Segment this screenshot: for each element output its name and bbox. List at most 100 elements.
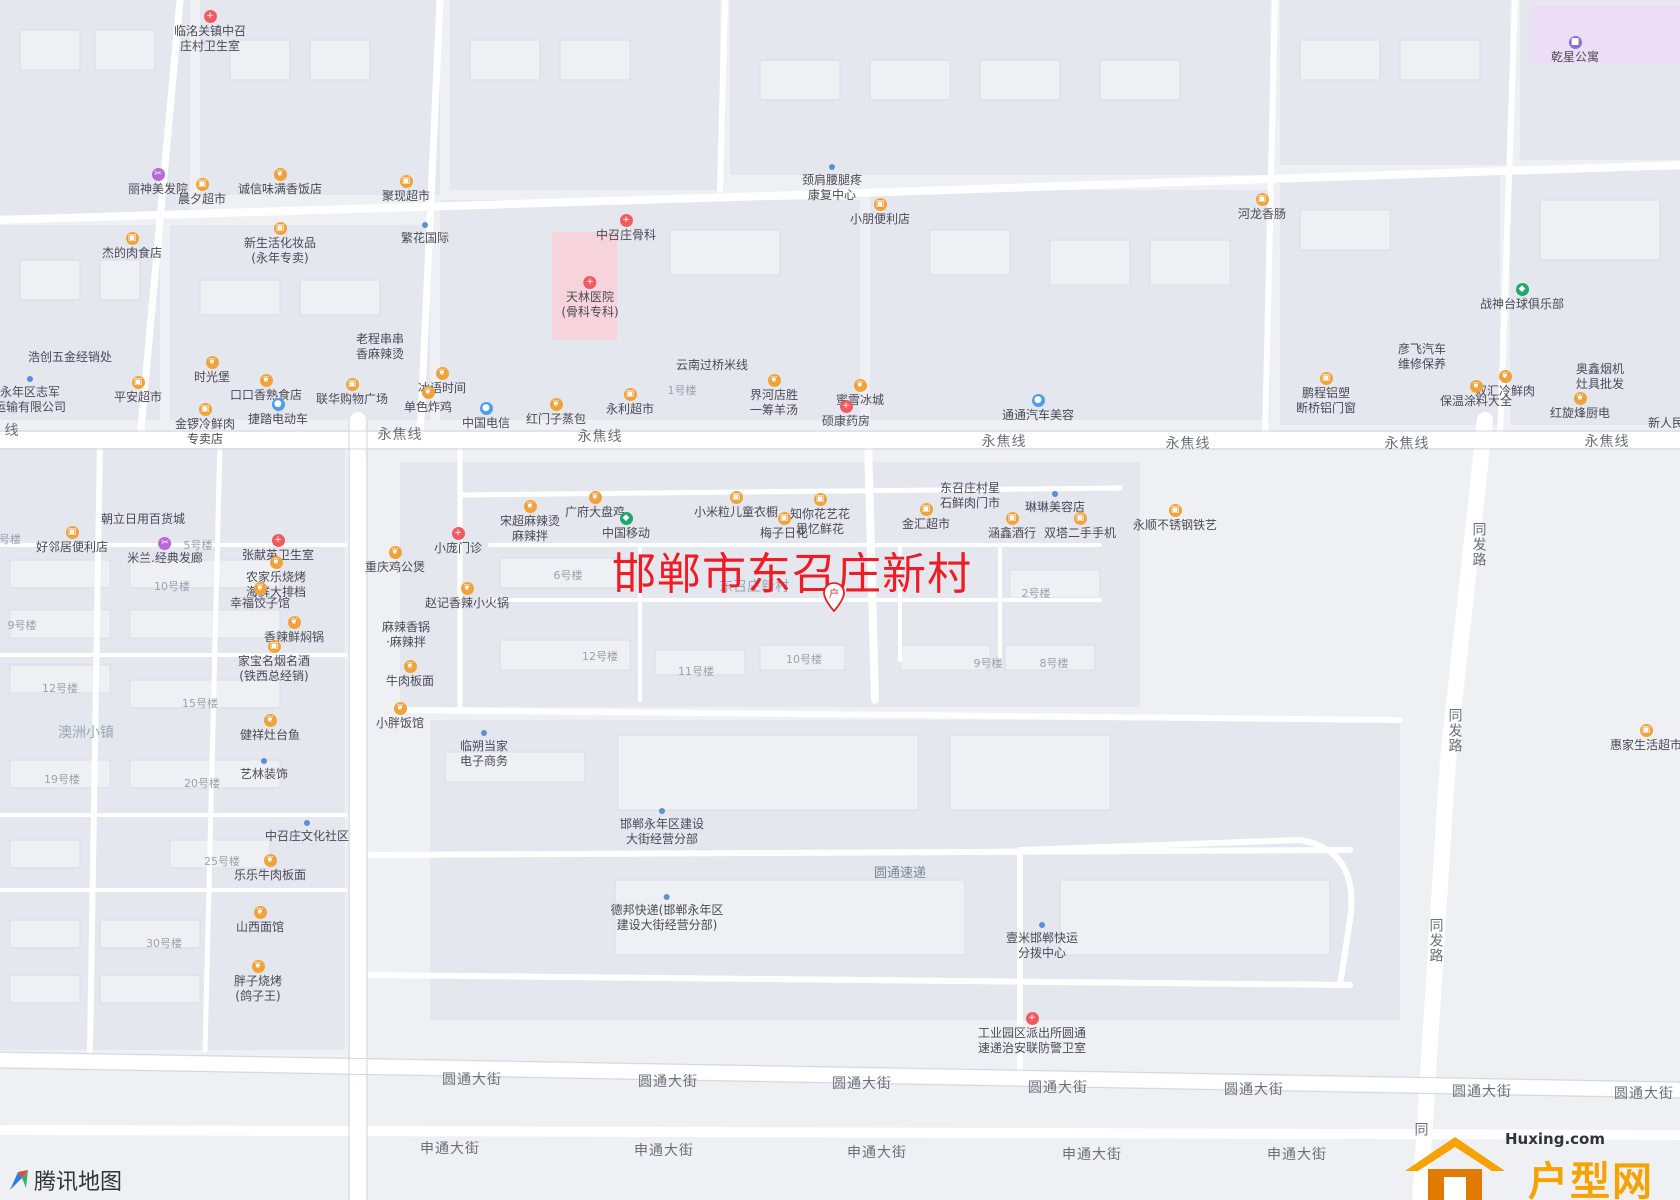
poi-marker[interactable]: ▣聚现超市 bbox=[382, 175, 430, 204]
poi-marker[interactable]: ❦香辣鲜焖锅 bbox=[264, 616, 324, 645]
poi-marker[interactable]: 云南过桥米线 bbox=[676, 358, 748, 373]
poi-marker[interactable]: ▣家宝名烟名酒(铁西总经销) bbox=[238, 640, 310, 684]
poi-marker-text: 单色炸鸡 bbox=[403, 400, 453, 414]
poi-marker-text: 天林医院 bbox=[565, 290, 614, 304]
food-poi-icon: ❦ bbox=[205, 356, 219, 369]
poi-marker[interactable]: 朝立日用百货城 bbox=[101, 512, 185, 527]
poi-marker[interactable]: ▣惠家生活超市 bbox=[1610, 724, 1680, 753]
poi-marker[interactable]: ▣涵鑫酒行 bbox=[988, 512, 1036, 541]
poi-marker[interactable]: ▣平安超市 bbox=[114, 376, 162, 405]
poi-marker[interactable]: ❦界河店胜一筹羊汤 bbox=[750, 374, 798, 418]
poi-marker[interactable]: 新人民 bbox=[1648, 416, 1680, 431]
poi-marker[interactable]: +天林医院(骨科专科) bbox=[561, 276, 619, 320]
poi-marker-text: 界河店胜 bbox=[749, 388, 799, 402]
poi-marker-text: 浩创五金经销处 bbox=[27, 350, 113, 364]
poi-marker[interactable]: ❦单色炸鸡 bbox=[404, 386, 452, 415]
poi-marker[interactable]: 艺林装饰 bbox=[240, 758, 288, 782]
poi-marker[interactable]: ✂米兰.经典发廊 bbox=[127, 537, 203, 566]
poi-marker[interactable]: 麻辣香锅·麻辣拌 bbox=[382, 620, 430, 650]
poi-marker[interactable]: ❦健祥灶台鱼 bbox=[240, 714, 300, 743]
poi-marker[interactable]: 中召庄文化社区 bbox=[265, 820, 349, 844]
poi-marker[interactable]: ❦时光堡 bbox=[194, 356, 230, 385]
road-label: 申通大街 bbox=[847, 1146, 907, 1161]
poi-marker-text: 晨夕超市 bbox=[177, 192, 227, 206]
building-label-text: 6号楼 bbox=[553, 569, 583, 582]
poi-marker[interactable]: ▣杰的肉食店 bbox=[102, 232, 162, 261]
poi-marker[interactable]: ❦保温涂料大全 bbox=[1440, 380, 1512, 409]
poi-marker[interactable]: ❦乐乐牛肉板面 bbox=[234, 854, 306, 883]
poi-marker[interactable]: ❦重庆鸡公煲 bbox=[365, 546, 425, 575]
poi-marker[interactable]: 老程串串香麻辣烫 bbox=[356, 332, 404, 362]
poi-marker[interactable]: ▣永利超市 bbox=[606, 388, 654, 417]
poi-marker[interactable]: ❦幸福饺子馆 bbox=[230, 582, 290, 611]
poi-marker[interactable]: ▣好邻居便利店 bbox=[36, 526, 108, 555]
poi-marker[interactable]: ❦宋超麻辣烫麻辣拌 bbox=[500, 500, 560, 544]
poi-marker[interactable]: 繁花国际 bbox=[401, 222, 449, 246]
poi-marker[interactable]: ▣梅子日化 bbox=[760, 512, 808, 541]
building-label-text: 号楼 bbox=[0, 533, 21, 546]
poi-marker[interactable]: ●捷踏电动车 bbox=[248, 398, 308, 427]
poi-marker[interactable]: +工业园区派出所圆通速递治安联防警卫室 bbox=[978, 1012, 1086, 1056]
poi-marker[interactable]: ◆中国移动 bbox=[602, 512, 650, 541]
poi-marker[interactable]: ▣新生活化妆品(永年专卖) bbox=[244, 222, 316, 266]
poi-marker[interactable]: ❦赵记香辣小火锅 bbox=[425, 582, 509, 611]
poi-marker[interactable]: ▣知你花艺花思忆鲜花 bbox=[790, 493, 850, 537]
poi-marker[interactable]: ❦山西面馆 bbox=[236, 906, 284, 935]
poi-marker[interactable]: 东召庄村星石鲜肉门市 bbox=[940, 481, 1000, 511]
poi-marker[interactable]: +张献英卫生室 bbox=[242, 534, 314, 563]
poi-marker[interactable]: +临洺关镇中召庄村卫生室 bbox=[174, 10, 246, 54]
poi-marker[interactable]: ❦牛肉板面 bbox=[386, 660, 434, 689]
building-label: 15号楼 bbox=[182, 696, 218, 711]
poi-marker[interactable]: 邯郸永年区建设大街经营分部 bbox=[620, 808, 704, 847]
poi-marker-text: (永年专卖) bbox=[251, 251, 309, 265]
road-label-vertical-text: 同发路 bbox=[1427, 918, 1444, 963]
poi-marker[interactable]: ◆战神台球俱乐部 bbox=[1480, 283, 1564, 312]
building-label-text: 12号楼 bbox=[582, 650, 618, 663]
poi-marker[interactable]: +中召庄骨科 bbox=[596, 214, 656, 243]
road-label: 申通大街 bbox=[634, 1144, 694, 1159]
food-poi-icon: ❦ bbox=[259, 374, 273, 387]
poi-marker[interactable]: ■乾星公寓 bbox=[1551, 36, 1599, 65]
poi-marker[interactable]: ▣鹏程铝塑断桥铝门窗 bbox=[1296, 372, 1356, 416]
poi-marker[interactable]: 奥鑫烟机灶具批发 bbox=[1576, 362, 1624, 392]
poi-marker[interactable]: +硕康药房 bbox=[822, 400, 870, 429]
shop-poi-icon: ▣ bbox=[198, 403, 212, 416]
poi-marker[interactable]: 德邦快递(邯郸永年区建设大街经营分部) bbox=[611, 894, 723, 933]
poi-marker[interactable]: ▣永顺不锈钢铁艺 bbox=[1133, 504, 1217, 533]
poi-marker[interactable]: 壹米邯郸快运分拨中心 bbox=[1006, 922, 1078, 961]
poi-marker[interactable]: ▣联华购物广场 bbox=[316, 378, 388, 407]
poi-marker[interactable]: ▣小米粒儿童衣橱 bbox=[694, 491, 778, 520]
poi-marker[interactable]: ❦红旋烽厨电 bbox=[1550, 392, 1610, 421]
poi-marker[interactable]: 永年区志军运输有限公司 bbox=[0, 376, 66, 415]
poi-marker[interactable]: ❦胖子烧烤(鸽子王) bbox=[234, 960, 282, 1004]
poi-marker[interactable]: ❦口口香熟食店 bbox=[230, 374, 302, 403]
poi-marker[interactable]: ▣金汇超市 bbox=[902, 503, 950, 532]
poi-marker[interactable]: 浩创五金经销处 bbox=[28, 350, 112, 365]
poi-marker[interactable]: ▣晨夕超市 bbox=[178, 178, 226, 207]
poi-marker[interactable]: ❦诚信味满香饭店 bbox=[238, 168, 322, 197]
poi-marker[interactable]: 颈肩腰腿疼康复中心 bbox=[802, 164, 862, 203]
watermark: Huxing.com 户型网 bbox=[1400, 1125, 1680, 1200]
building-label: 10号楼 bbox=[786, 652, 822, 667]
poi-marker[interactable]: ▣金锣冷鲜肉专卖店 bbox=[175, 403, 235, 447]
poi-marker[interactable]: ▣河龙香肠 bbox=[1238, 193, 1286, 222]
poi-marker[interactable]: ●通通汽车美容 bbox=[1002, 394, 1074, 423]
poi-marker[interactable]: ✂丽神美发院 bbox=[128, 168, 188, 197]
poi-marker[interactable]: ❦双汇冷鲜肉 bbox=[1475, 370, 1535, 399]
poi-marker[interactable]: ❦红门子蒸包 bbox=[526, 398, 586, 427]
poi-marker[interactable]: ▣小朋便利店 bbox=[850, 198, 910, 227]
poi-marker[interactable]: 彦飞汽车维修保养 bbox=[1398, 342, 1446, 372]
poi-marker-text: 金锣冷鲜肉 bbox=[174, 417, 236, 431]
poi-marker[interactable]: ▣双塔二手手机 bbox=[1044, 512, 1116, 541]
road-label: 申通大街 bbox=[1062, 1148, 1122, 1163]
poi-marker[interactable]: ❦小胖饭馆 bbox=[376, 702, 424, 731]
poi-marker-text: 惠家生活超市 bbox=[1609, 738, 1680, 752]
house-logo-icon bbox=[1405, 1137, 1505, 1200]
poi-marker[interactable]: ❦广府大盘鸡 bbox=[565, 491, 625, 520]
poi-marker[interactable]: 临朔当家电子商务 bbox=[460, 730, 508, 769]
poi-marker[interactable]: +小庞门诊 bbox=[434, 527, 482, 556]
poi-marker[interactable]: ●中国电信 bbox=[462, 402, 510, 431]
poi-marker[interactable]: 琳琳美容店 bbox=[1025, 491, 1085, 515]
location-pin-icon[interactable]: 户 bbox=[823, 582, 845, 612]
